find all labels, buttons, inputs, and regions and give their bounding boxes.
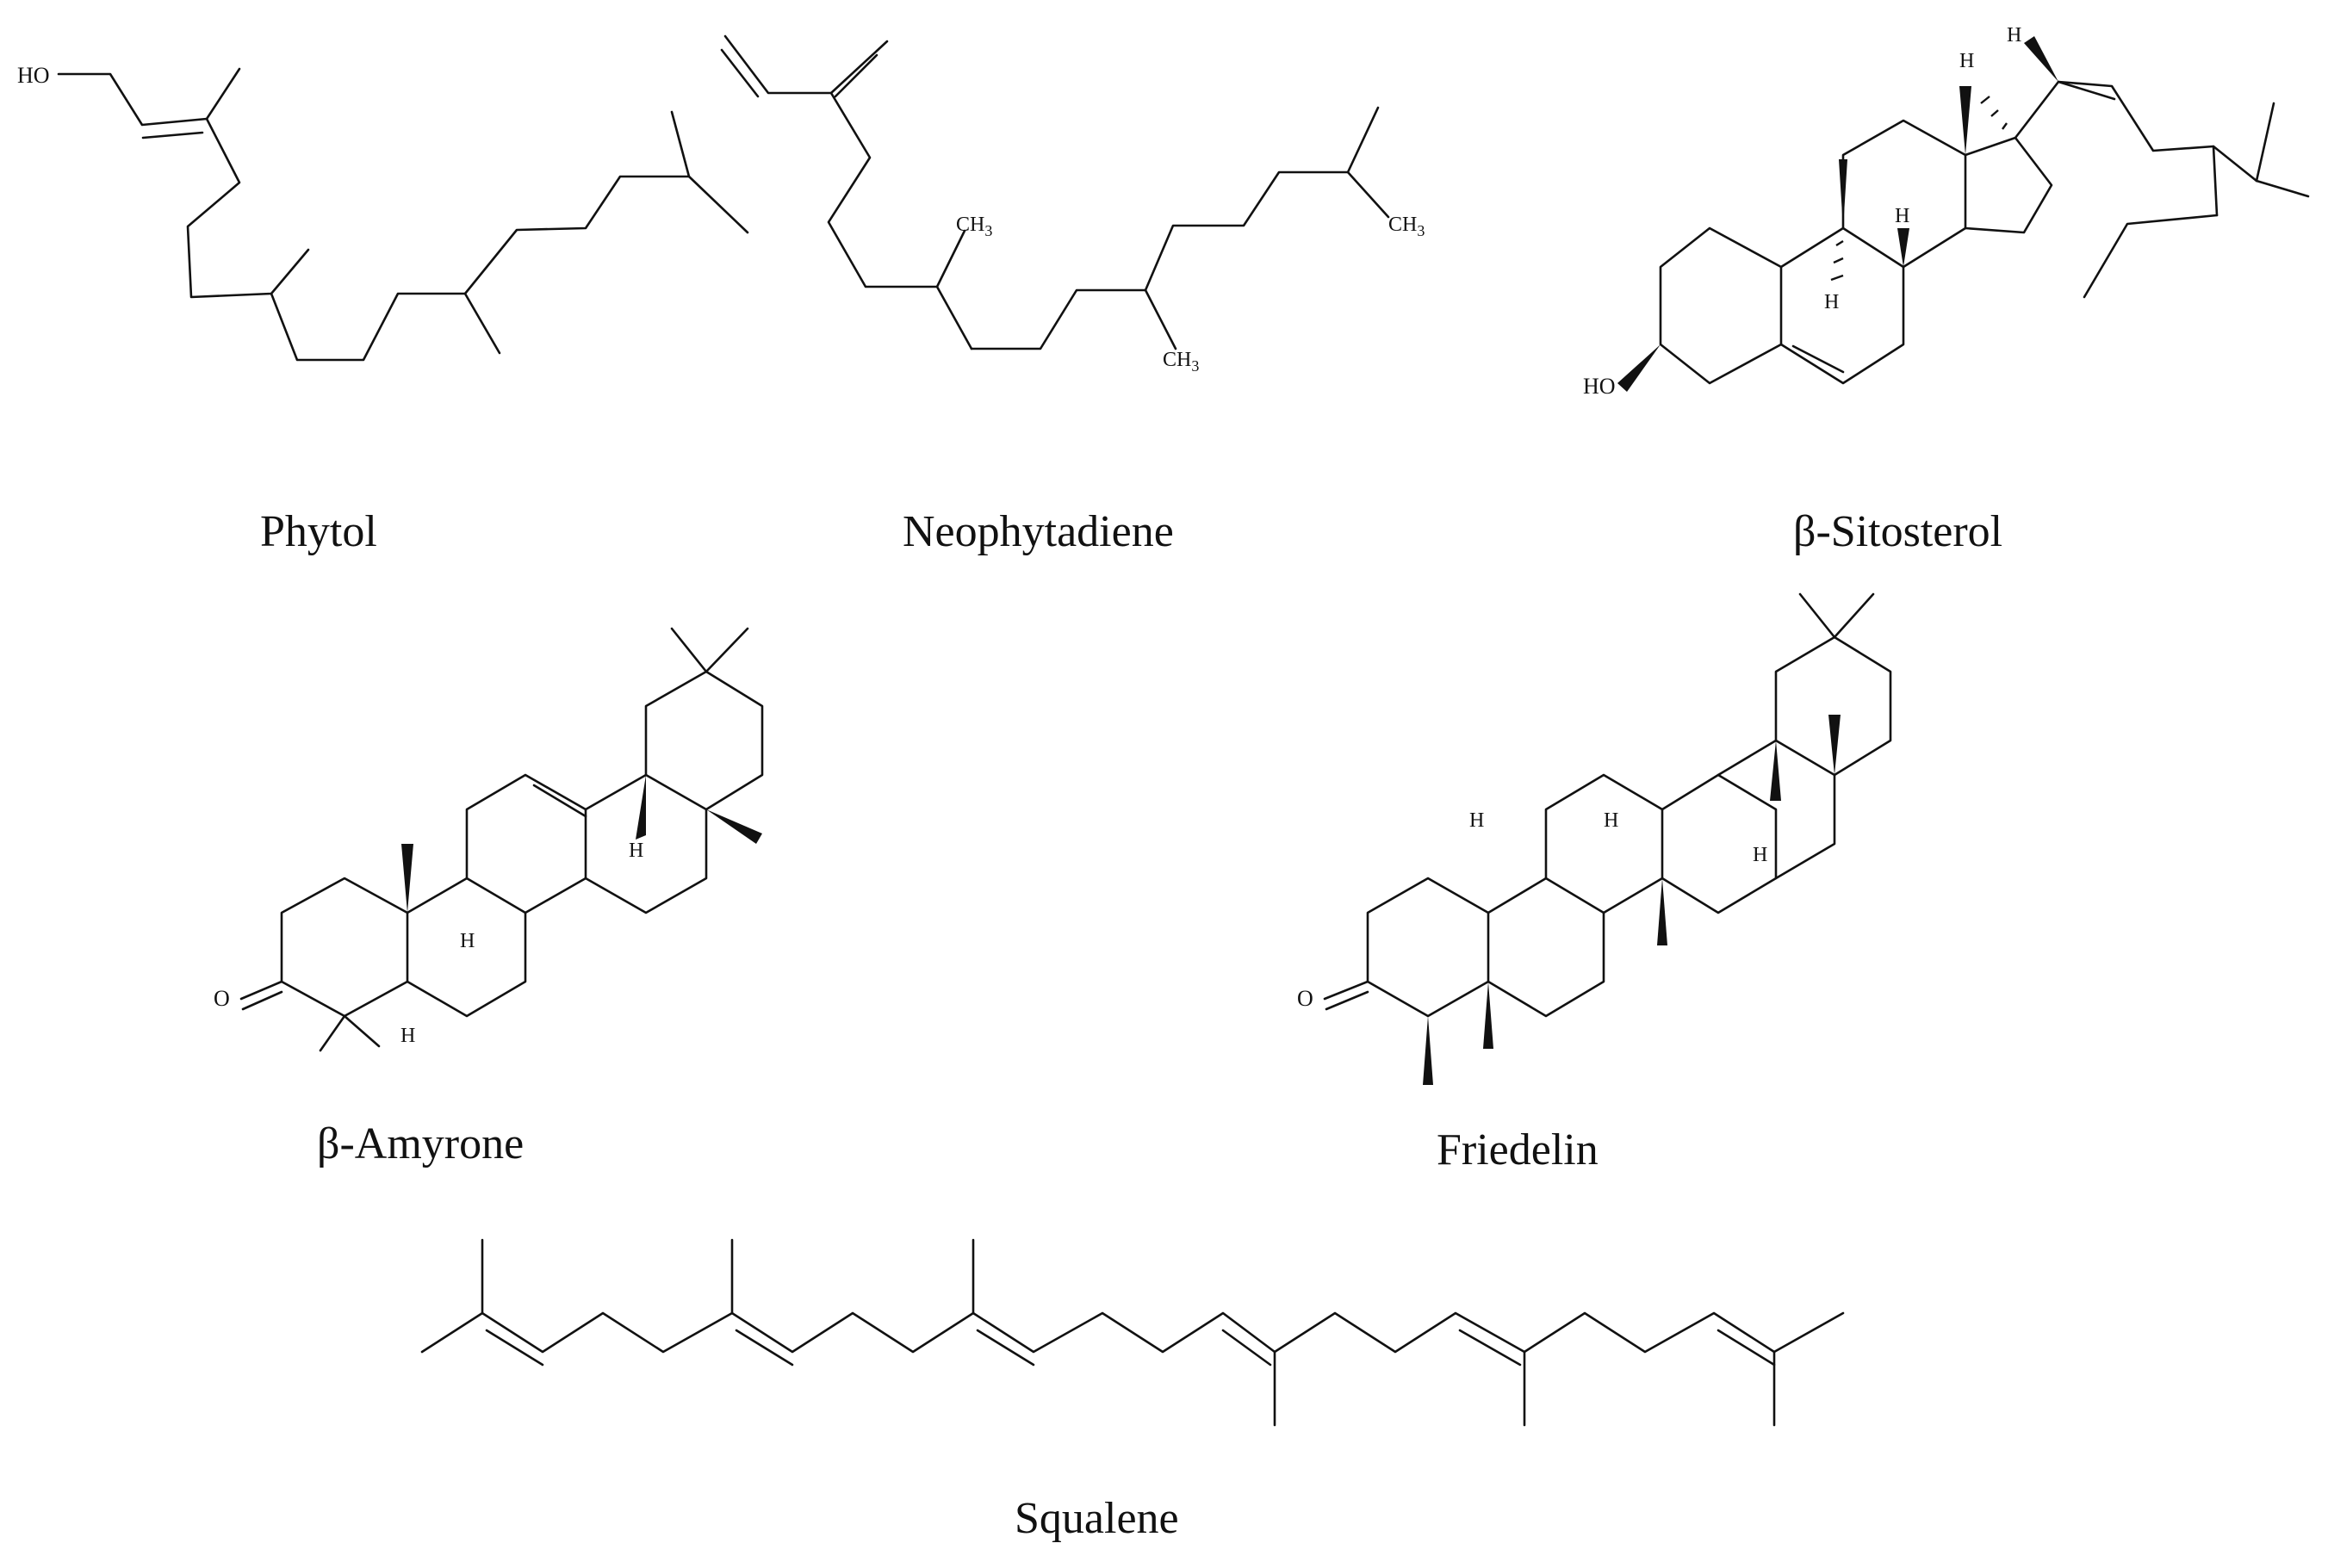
atom-label-h-c8: H [1604,809,1618,832]
structure-beta-amyrone: O H H H [214,627,764,1052]
atom-label-h-c18: H [629,840,643,862]
atom-label-carbonyl-o: O [1297,986,1313,1011]
atom-label-h-c9: H [460,930,475,952]
atom-label-carbonyl-o: O [214,986,230,1011]
structure-friedelin: O H H H [1297,592,1892,1085]
atom-label-h-c5: H [400,1025,415,1047]
atom-label-methyl-a: CH3 [956,214,992,239]
atom-label-methyl-b: CH3 [1163,349,1199,375]
compound-name-squalene: Squalene [1015,1494,1179,1543]
structure-neophytadiene: CH3 CH3 CH3 [720,34,1425,375]
atom-label-h-c17: H [1959,50,1974,72]
atom-label-h-c14: H [1895,205,1909,227]
structure-phytol: HO [17,63,749,362]
atom-label-hydroxyl: HO [1583,374,1616,399]
compound-name-beta-sitosterol: β-Sitosterol [1793,507,2003,556]
structure-squalene [420,1238,1845,1427]
compound-name-friedelin: Friedelin [1437,1125,1599,1174]
atom-label-h-c18: H [1753,844,1767,866]
compound-name-beta-amyrone: β-Amyrone [317,1119,525,1168]
atom-label-h-c20: H [2007,24,2021,46]
compound-name-neophytadiene: Neophytadiene [903,507,1174,556]
atom-label-h-c9: H [1824,291,1839,313]
atom-label-h-c10: H [1469,809,1484,832]
structure-beta-sitosterol: HO H H H H [1583,24,2310,399]
compound-name-phytol: Phytol [260,507,377,556]
atom-label-hydroxyl: HO [17,63,50,88]
atom-label-methyl-c: CH3 [1388,214,1425,239]
